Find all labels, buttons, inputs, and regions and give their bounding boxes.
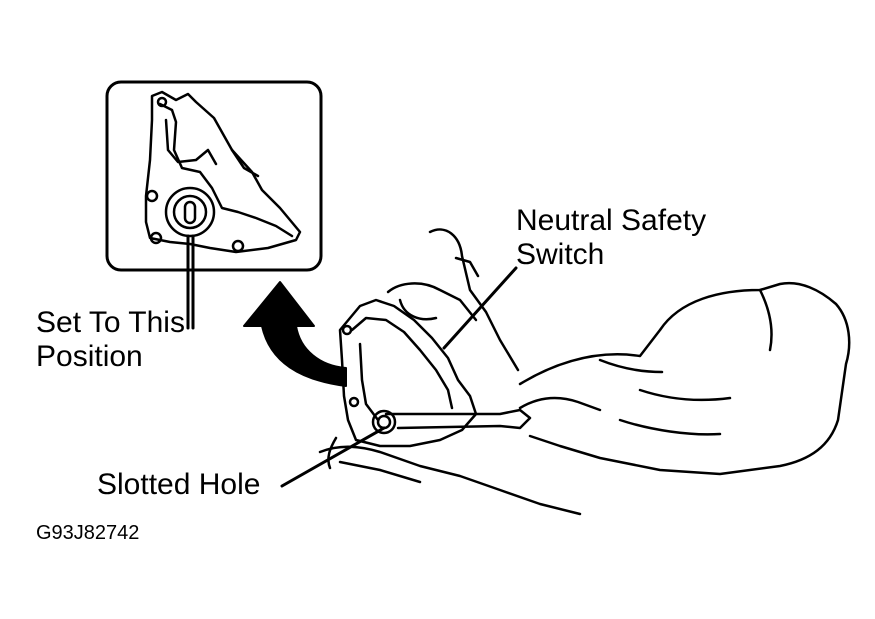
label-set-line2: Position [36, 340, 143, 373]
label-set-line1: Set To This [36, 306, 185, 339]
hands-illustration [318, 228, 851, 516]
label-neutral-safety-switch: Neutral Safety Switch [516, 204, 706, 272]
label-neutral-line1: Neutral Safety [516, 204, 707, 237]
leader-slotted-hole [280, 426, 386, 488]
label-neutral-line2: Switch [516, 238, 605, 271]
label-set-to-this-position: Set To This Position [36, 306, 185, 374]
figure-code: G93J82742 [36, 522, 140, 544]
inset-detail-box [105, 80, 323, 330]
leader-neutral-switch [442, 266, 518, 350]
label-slotted-hole: Slotted Hole [97, 468, 261, 501]
curved-arrow [243, 281, 347, 387]
